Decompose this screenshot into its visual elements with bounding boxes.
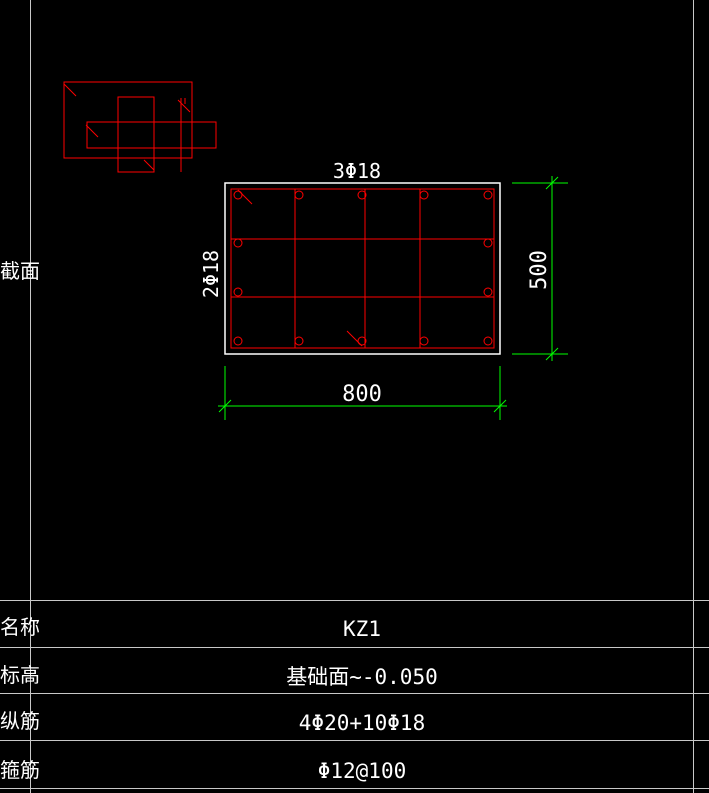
row-label-name: 名称 — [0, 615, 40, 639]
schematic-outer-hoop — [63, 81, 193, 159]
bar-bottom — [357, 336, 367, 346]
concrete-outline — [224, 182, 501, 355]
bar-corner — [483, 336, 493, 346]
value-stirrup: Φ12@100 — [318, 759, 407, 783]
height-tick-bottom — [545, 347, 559, 361]
bar-bottom — [294, 336, 304, 346]
main-hoop — [230, 188, 495, 349]
height-tick-top — [545, 176, 559, 190]
schematic-hook-4 — [180, 98, 186, 172]
bar-corner — [483, 190, 493, 200]
width-dimension — [218, 366, 507, 420]
longitudinal-bars — [233, 190, 493, 346]
width-value: 800 — [342, 382, 382, 407]
bar-side — [233, 287, 243, 297]
bar-side — [233, 238, 243, 248]
bar-side — [483, 287, 493, 297]
top-bars-label: 3Φ18 — [333, 159, 381, 183]
stirrup-schematic — [63, 81, 217, 173]
schematic-vertical-tie — [117, 96, 155, 173]
schematic-hook-3 — [177, 99, 191, 113]
bar-top — [419, 190, 429, 200]
side-bars-label: 2Φ18 — [199, 250, 223, 298]
bar-side — [483, 238, 493, 248]
height-dimension — [512, 176, 568, 361]
schematic-hook-1 — [63, 83, 77, 97]
stirrup-grid — [230, 188, 495, 349]
hook-bottom-middle — [346, 330, 363, 347]
hook-top-left — [237, 189, 253, 205]
bar-corner — [233, 190, 243, 200]
bar-bottom — [419, 336, 429, 346]
height-value: 500 — [527, 250, 552, 290]
schematic-hook-2 — [143, 159, 155, 171]
bar-top — [294, 190, 304, 200]
row-label-longitudinal: 纵筋 — [0, 709, 40, 733]
schematic-hook-5 — [85, 124, 99, 138]
row-label-stirrup: 箍筋 — [0, 758, 40, 782]
bar-top — [357, 190, 367, 200]
bar-corner — [233, 336, 243, 346]
row-label-section: 截面 — [0, 259, 40, 283]
width-tick-right — [493, 399, 507, 413]
value-elevation: 基础面~-0.050 — [286, 665, 438, 689]
row-label-elevation: 标高 — [0, 663, 40, 687]
value-name: KZ1 — [343, 617, 381, 641]
width-tick-left — [218, 399, 232, 413]
schematic-horizontal-tie — [86, 121, 217, 149]
value-longitudinal: 4Φ20+10Φ18 — [299, 711, 425, 735]
